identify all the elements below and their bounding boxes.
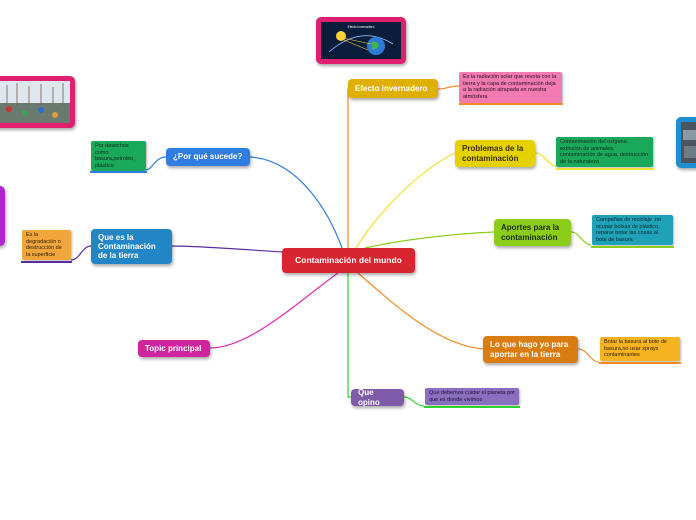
left-image-card-partial	[0, 186, 5, 246]
note-problemas-contaminacion: Contaminación del oxígeno, extinción de …	[556, 137, 653, 167]
note-hago-text: Botar la basura al bote de basura,no usa…	[604, 339, 667, 359]
branch-problemas-label: Problemas de la contaminación	[462, 144, 524, 163]
branch-por-que-sucede[interactable]: ¿Por qué sucede?	[166, 148, 250, 166]
pollution-image-card	[0, 76, 75, 128]
note-hago-underline	[599, 362, 681, 364]
branch-aportes-label: Aportes para la contaminación	[501, 223, 560, 242]
image-caption: Efecto invernadero	[348, 25, 375, 29]
branch-hago-label: Lo que hago yo para aportar en la tierra	[490, 340, 569, 359]
branch-porque-label: ¿Por qué sucede?	[173, 152, 243, 162]
note-aportes-text: Campañas de reciclaje ,no ocupar bolsas …	[596, 217, 662, 243]
note-aportes-contaminacion: Campañas de reciclaje ,no ocupar bolsas …	[592, 215, 673, 245]
center-topic-label: Contaminación del mundo	[295, 254, 402, 265]
branch-problemas-contaminacion[interactable]: Problemas de la contaminación	[455, 140, 535, 167]
branch-lo-que-hago[interactable]: Lo que hago yo para aportar en la tierra	[483, 336, 578, 363]
note-efecto-invernadero: Es la radiación solar que revota con la …	[459, 72, 562, 103]
note-que-es-underline	[21, 261, 72, 263]
branch-opino-label: Que opino	[358, 388, 380, 407]
note-que-opino: Que debemos cuidar el planeta por que es…	[425, 388, 519, 405]
garbage-landscape-icon	[0, 81, 70, 123]
greenhouse-image-card: Efecto invernadero	[316, 17, 406, 64]
note-problemas-underline	[556, 168, 654, 170]
note-efecto-underline	[459, 103, 563, 105]
branch-que-opino[interactable]: Que opino	[351, 388, 404, 407]
note-porque-underline	[90, 171, 147, 173]
note-lo-que-hago: Botar la basura al bote de basura,no usa…	[600, 337, 680, 361]
right-image-card-partial	[676, 117, 696, 168]
branch-aportes-contaminacion[interactable]: Aportes para la contaminación	[494, 219, 571, 246]
center-topic[interactable]: Contaminación del mundo	[282, 248, 415, 273]
waste-photo-icon	[681, 122, 696, 163]
note-problemas-text: Contaminación del oxígeno, extinción de …	[560, 139, 649, 165]
branch-efecto-invernadero[interactable]: Efecto invernadero	[348, 79, 438, 98]
branch-que-es-contaminacion[interactable]: Que es la Contaminación de la tierra	[91, 229, 172, 264]
branch-que-es-label: Que es la Contaminación de la tierra	[98, 232, 156, 261]
note-que-es-contaminacion: Es la degradación o destrucción de la su…	[22, 230, 71, 260]
note-porque-text: Por desechos como basura,petroleo, plást…	[95, 143, 135, 169]
note-opino-underline	[424, 406, 520, 408]
branch-topic-label: Topic principal	[145, 343, 202, 353]
note-que-es-text: Es la degradación o destrucción de la su…	[26, 232, 62, 258]
note-aportes-underline	[591, 246, 674, 248]
note-opino-text: Que debemos cuidar el planeta por que es…	[429, 390, 515, 403]
branch-topic-principal[interactable]: Topic principal	[138, 340, 210, 357]
note-por-que-sucede: Por desechos como basura,petroleo, plást…	[91, 141, 146, 171]
branch-efecto-label: Efecto invernadero	[355, 83, 428, 93]
note-efecto-text: Es la radiación solar que revota con la …	[463, 74, 557, 100]
greenhouse-earth-icon: Efecto invernadero	[321, 22, 401, 59]
